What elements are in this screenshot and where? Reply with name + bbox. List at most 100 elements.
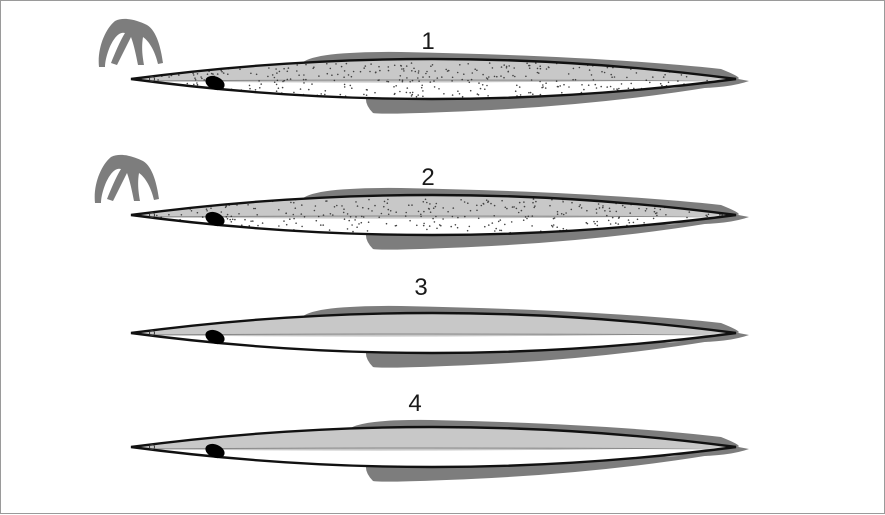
speckle-dot — [249, 88, 251, 90]
speckle-dot — [447, 211, 449, 213]
speckle-dot — [537, 68, 539, 70]
speckle-dot — [643, 222, 645, 224]
speckle-dot — [227, 218, 229, 220]
speckle-dot — [496, 76, 498, 78]
speckle-dot — [207, 73, 209, 75]
speckle-dot — [472, 72, 474, 74]
speckle-dot — [378, 66, 380, 68]
speckle-dot — [413, 68, 415, 70]
speckle-dot — [192, 67, 194, 69]
speckle-dot — [664, 74, 666, 76]
speckle-dot — [353, 71, 355, 73]
speckle-dot — [341, 66, 343, 68]
speckle-dot — [687, 92, 689, 94]
speckle-dot — [432, 64, 434, 66]
speckle-dot — [599, 207, 601, 209]
speckle-dot — [147, 210, 149, 212]
speckle-dot — [568, 86, 570, 88]
speckle-dot — [181, 214, 183, 216]
speckle-dot — [561, 213, 563, 215]
speckle-dot — [712, 227, 714, 229]
speckle-dot — [591, 74, 593, 76]
speckle-dot — [305, 64, 307, 66]
speckle-dot — [190, 226, 192, 228]
speckle-dot — [490, 203, 492, 205]
speckle-dot — [596, 87, 598, 89]
speckle-dot — [579, 206, 581, 208]
speckle-dot — [351, 224, 353, 226]
speckle-dot — [346, 63, 348, 65]
speckle-dot — [531, 225, 533, 227]
speckle-dot — [375, 71, 377, 73]
speckle-dot — [689, 211, 691, 213]
speckle-dot — [211, 93, 213, 95]
speckle-dot — [145, 88, 147, 90]
speckle-dot — [156, 215, 158, 217]
speckle-dot — [701, 62, 703, 64]
speckle-dot — [386, 81, 388, 83]
speckle-dot — [149, 63, 151, 65]
speckle-dot — [301, 226, 303, 228]
speckle-dot — [649, 82, 651, 84]
speckle-dot — [602, 207, 604, 209]
speckle-dot — [229, 219, 231, 221]
speckle-dot — [602, 205, 604, 207]
speckle-dot — [344, 70, 346, 72]
speckle-dot — [663, 76, 665, 78]
speckle-dot — [201, 94, 203, 96]
fin-shape — [99, 19, 163, 67]
speckle-dot — [197, 84, 199, 86]
speckle-dot — [315, 205, 317, 207]
speckle-dot — [249, 225, 251, 227]
speckle-dot — [279, 71, 281, 73]
speckle-dot — [618, 223, 620, 225]
speckle-dot — [408, 204, 410, 206]
speckle-dot — [629, 212, 631, 214]
speckle-dot — [418, 72, 420, 74]
speckle-dot — [262, 222, 264, 224]
speckle-dot — [521, 210, 523, 212]
speckle-dot — [519, 86, 521, 88]
speckle-dot — [386, 223, 388, 225]
speckle-dot — [548, 66, 550, 68]
speckle-dot — [204, 204, 206, 206]
speckle-dot — [363, 67, 365, 69]
speckle-dot — [606, 86, 608, 88]
speckle-dot — [293, 218, 295, 220]
speckle-dot — [193, 96, 195, 98]
speckle-dot — [155, 68, 157, 70]
speckle-dot — [176, 92, 178, 94]
speckle-dot — [474, 68, 476, 70]
speckle-dot — [240, 64, 242, 66]
speckle-dot — [182, 206, 184, 208]
speckle-dot — [175, 228, 177, 230]
speckle-dot — [646, 208, 648, 210]
speckle-dot — [411, 62, 413, 64]
speckle-dot — [293, 92, 295, 94]
speckle-dot — [194, 201, 196, 203]
speckle-dot — [275, 68, 277, 70]
speckle-dot — [174, 71, 176, 73]
speckle-dot — [476, 70, 478, 72]
speckle-dot — [523, 201, 525, 203]
speckle-dot — [211, 91, 213, 93]
speckle-dot — [506, 66, 508, 68]
speckle-dot — [596, 208, 598, 210]
speckle-dot — [533, 198, 535, 200]
speckle-dot — [596, 212, 598, 214]
speckle-dot — [142, 96, 144, 98]
speckle-dot — [411, 204, 413, 206]
speckle-dot — [406, 77, 408, 79]
speckle-dot — [540, 94, 542, 96]
speckle-dot — [370, 63, 372, 65]
fish-panel-3: 3 — [121, 274, 761, 385]
speckle-dot — [487, 95, 489, 97]
speckle-dot — [463, 73, 465, 75]
speckle-dot — [652, 76, 654, 78]
speckle-dot — [515, 90, 517, 92]
speckle-dot — [411, 94, 413, 96]
speckle-dot — [151, 68, 153, 70]
speckle-dot — [347, 213, 349, 215]
speckle-dot — [492, 67, 494, 69]
